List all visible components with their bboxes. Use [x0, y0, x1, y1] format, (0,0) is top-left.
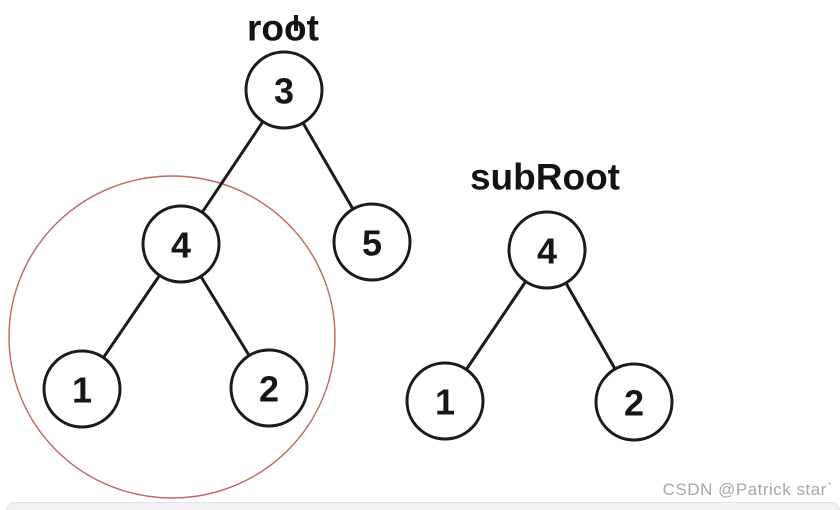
tree-node-value: 2	[624, 383, 644, 424]
tree-node-circle	[141, 204, 221, 284]
tree-node-circle	[229, 348, 309, 428]
tree-node-value: 4	[171, 225, 191, 266]
tree-node-value: 3	[274, 71, 294, 112]
subtree-highlight-circle	[8, 175, 336, 499]
tree-node-value: 4	[537, 231, 557, 272]
tree-node-value: 5	[362, 223, 382, 264]
watermark-text: CSDN @Patrick star`	[662, 480, 833, 499]
subroot-tree: 4 1 2 subRoot	[405, 157, 674, 442]
tree-edge	[199, 274, 251, 358]
tree-edge	[464, 280, 528, 371]
tree-node-circle	[594, 362, 674, 442]
tree-node-circle	[332, 202, 412, 282]
tree-node-value: 1	[435, 382, 455, 423]
tree-node-circle	[42, 349, 122, 429]
tree-edge	[101, 273, 162, 360]
tree-edge	[200, 120, 265, 214]
tree-node-value: 2	[259, 369, 279, 410]
tree-title-label: root	[247, 8, 319, 49]
tree-node-circle	[507, 210, 587, 290]
bottom-scroll-bar	[6, 502, 840, 510]
tree-edge	[564, 281, 617, 371]
text-cursor-artifact	[294, 15, 298, 31]
tree-node-circle	[244, 50, 324, 130]
tree-node-value: 1	[72, 370, 92, 411]
tree-edge	[301, 121, 355, 211]
tree-node-circle	[405, 361, 485, 441]
root-tree: 3 4 5 1 2 root	[42, 8, 412, 429]
tree-title-label: subRoot	[470, 157, 620, 198]
